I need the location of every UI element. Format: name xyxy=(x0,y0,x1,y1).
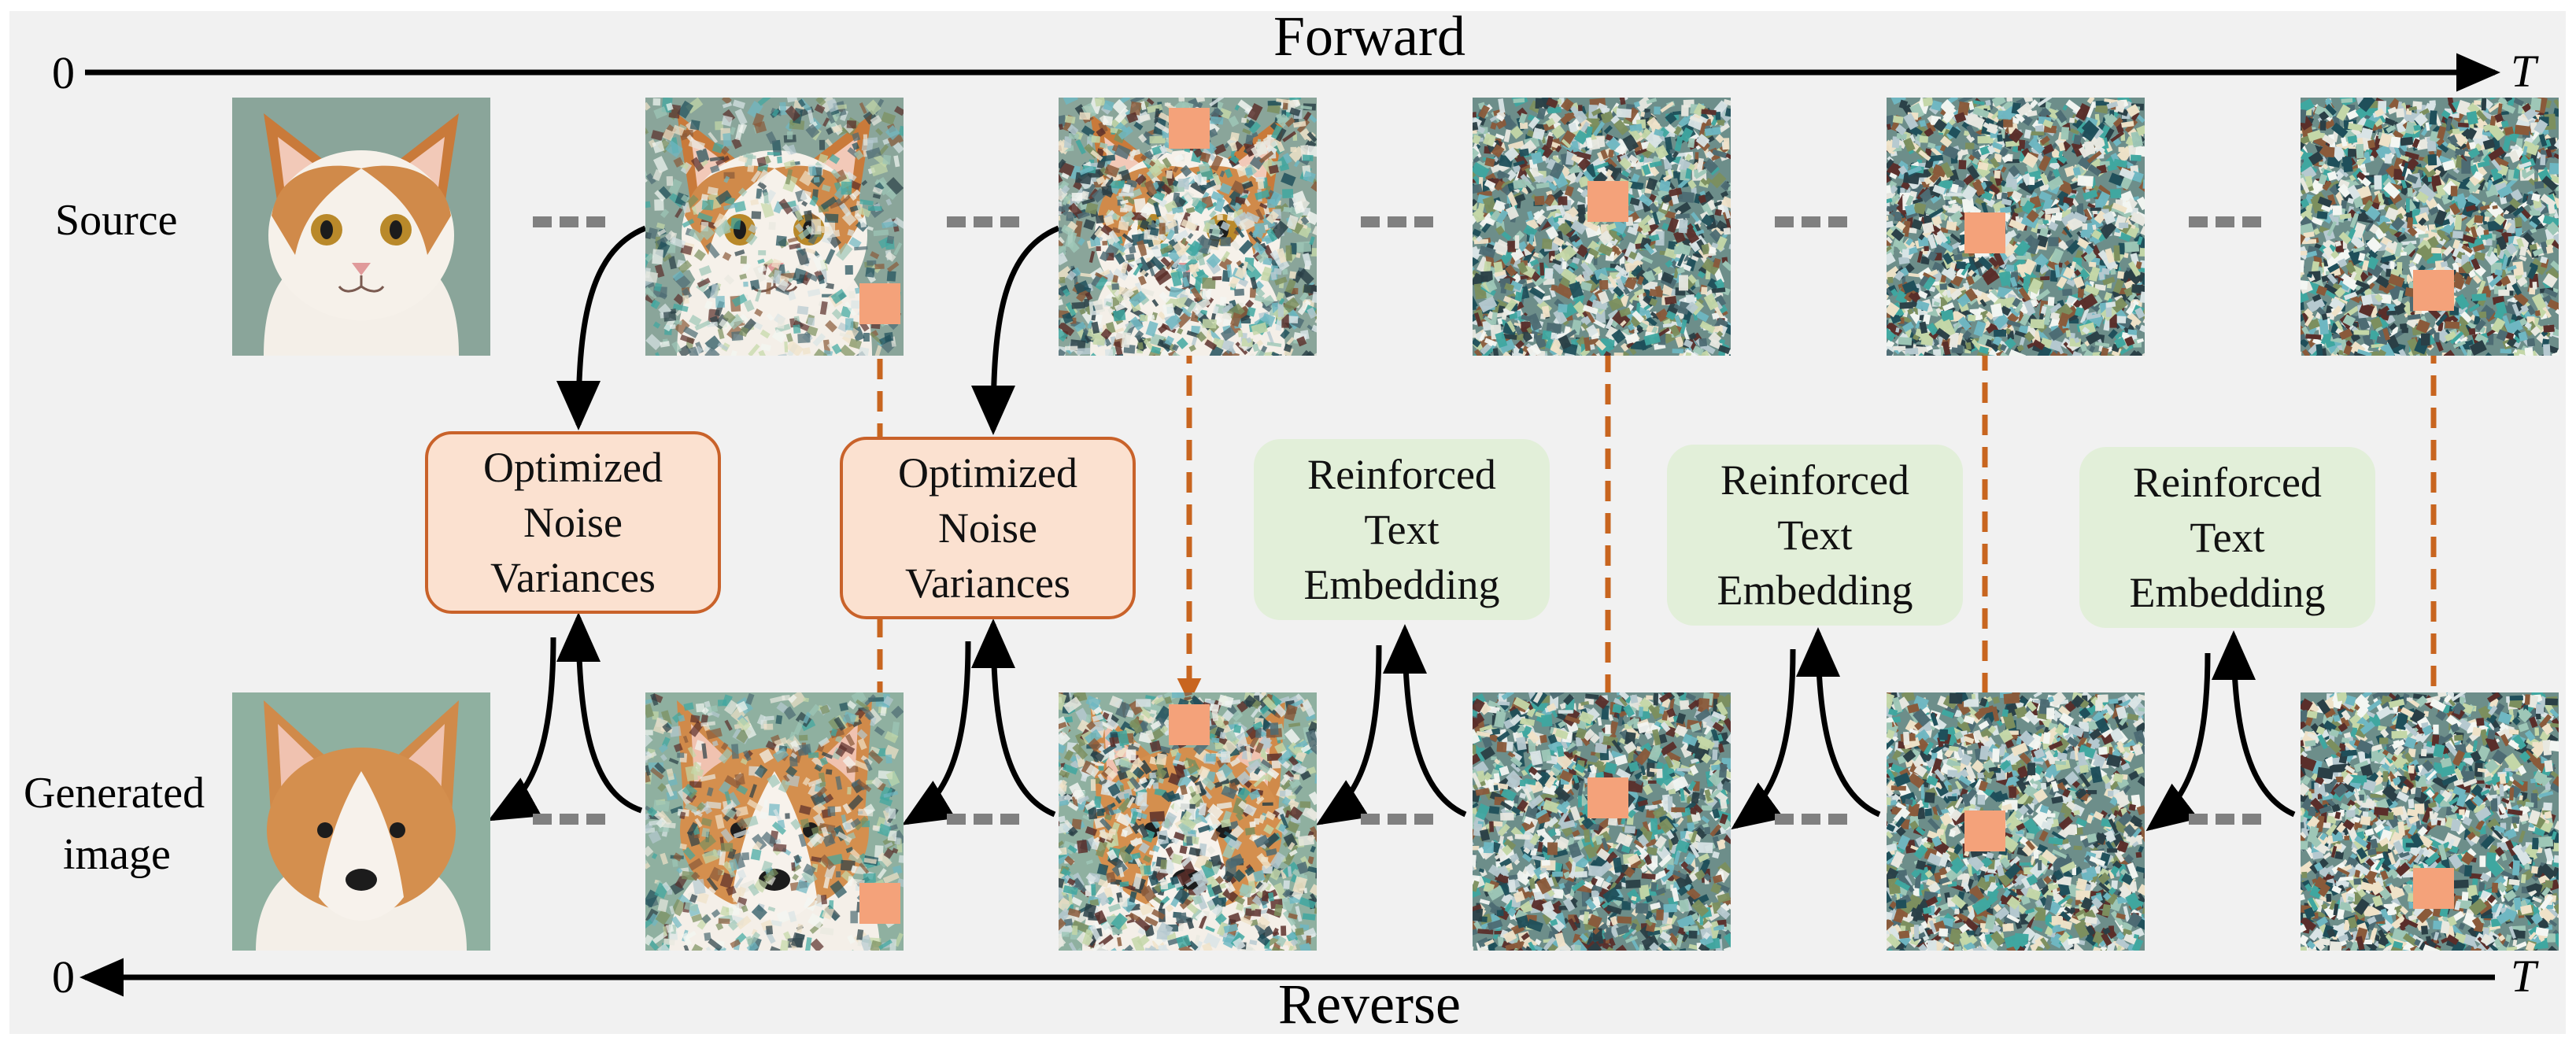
module-3-line-1: Reinforced xyxy=(1307,451,1496,498)
source-image-step-4 xyxy=(1887,98,2145,356)
module-5-line-2: Text xyxy=(2190,514,2265,561)
ellipsis-source-4 xyxy=(1775,216,1847,227)
optimized-noise-variances-box-1: Optimized Noise Variances xyxy=(425,431,721,614)
reinforced-text-embedding-box-2: Reinforced Text Embedding xyxy=(1667,445,1963,626)
forward-start-label: 0 xyxy=(52,47,75,98)
source-image-step-5 xyxy=(2301,98,2559,356)
arc-5-up xyxy=(2212,630,2296,818)
arc-3-down xyxy=(1316,644,1382,825)
module-2-line-1: Optimized xyxy=(898,449,1077,497)
generated-row-label-line1: Generated xyxy=(24,769,205,818)
source-to-module-2-arrow xyxy=(971,225,1060,435)
module-5-line-3: Embedding xyxy=(2129,569,2326,616)
ellipsis-source-2 xyxy=(947,216,1019,227)
reinforced-text-embedding-box-1: Reinforced Text Embedding xyxy=(1254,439,1550,620)
ellipsis-generated-2 xyxy=(947,814,1019,825)
patch-marker-generated-3 xyxy=(1587,777,1628,818)
forward-end-label: T xyxy=(2511,46,2537,97)
source-row-label: Source xyxy=(55,196,178,245)
module-1-line-2: Noise xyxy=(523,499,623,546)
patch-marker-source-2 xyxy=(1169,108,1210,149)
arc-3-up xyxy=(1383,624,1467,818)
module-3-line-3: Embedding xyxy=(1303,561,1500,608)
module-3-line-2: Text xyxy=(1364,506,1440,553)
reverse-arcs xyxy=(487,612,2296,832)
ellipsis-source-5 xyxy=(2189,216,2261,227)
reinforced-text-embedding-box-3: Reinforced Text Embedding xyxy=(2079,447,2375,628)
generated-image-step-1 xyxy=(645,692,904,951)
source-image-step-2 xyxy=(1059,98,1317,356)
reverse-end-label: T xyxy=(2511,951,2537,1002)
arc-2-down xyxy=(902,641,971,825)
module-5-line-1: Reinforced xyxy=(2133,459,2322,506)
generated-image-step-3 xyxy=(1473,692,1731,951)
module-1-line-1: Optimized xyxy=(483,444,663,491)
patch-marker-generated-5 xyxy=(2413,868,2454,909)
optimized-noise-variances-box-2: Optimized Noise Variances xyxy=(840,437,1136,619)
patch-marker-source-1 xyxy=(859,283,900,324)
forward-label: Forward xyxy=(1273,5,1465,68)
ellipsis-source-1 xyxy=(533,216,605,227)
patch-marker-generated-2 xyxy=(1169,704,1210,745)
module-4-line-2: Text xyxy=(1777,511,1853,559)
arc-4-up xyxy=(1796,627,1881,818)
generated-image-clean xyxy=(232,692,490,951)
patch-marker-generated-1 xyxy=(859,883,900,924)
arc-1-down xyxy=(487,637,556,822)
ellipsis-generated-5 xyxy=(2189,814,2261,825)
patch-marker-generated-4 xyxy=(1964,811,2005,851)
generated-row-label-line2: image xyxy=(63,830,171,879)
arc-2-up xyxy=(971,619,1056,818)
reverse-label: Reverse xyxy=(1278,973,1461,1036)
arc-4-down xyxy=(1731,648,1796,830)
module-4-line-1: Reinforced xyxy=(1720,456,1909,504)
generated-image-step-4 xyxy=(1887,692,2145,951)
patch-marker-source-5 xyxy=(2413,270,2454,311)
ellipsis-generated-1 xyxy=(533,814,605,825)
source-to-module-1-arrow xyxy=(556,225,647,430)
arc-1-up xyxy=(556,612,643,814)
ellipsis-generated-3 xyxy=(1361,814,1433,825)
patch-marker-source-4 xyxy=(1964,212,2005,253)
arc-5-down xyxy=(2145,652,2211,832)
source-image-step-3 xyxy=(1473,98,1731,356)
ellipsis-generated-4 xyxy=(1775,814,1847,825)
reverse-start-label: 0 xyxy=(52,951,75,1003)
source-image-clean xyxy=(232,98,490,356)
module-1-line-3: Variances xyxy=(490,554,656,601)
module-4-line-3: Embedding xyxy=(1717,567,1913,614)
module-2-line-2: Noise xyxy=(938,504,1037,552)
module-2-line-3: Variances xyxy=(905,559,1070,607)
ellipsis-source-3 xyxy=(1361,216,1433,227)
generated-image-step-5 xyxy=(2301,692,2559,951)
patch-marker-source-3 xyxy=(1587,181,1628,222)
source-image-step-1 xyxy=(645,98,904,356)
